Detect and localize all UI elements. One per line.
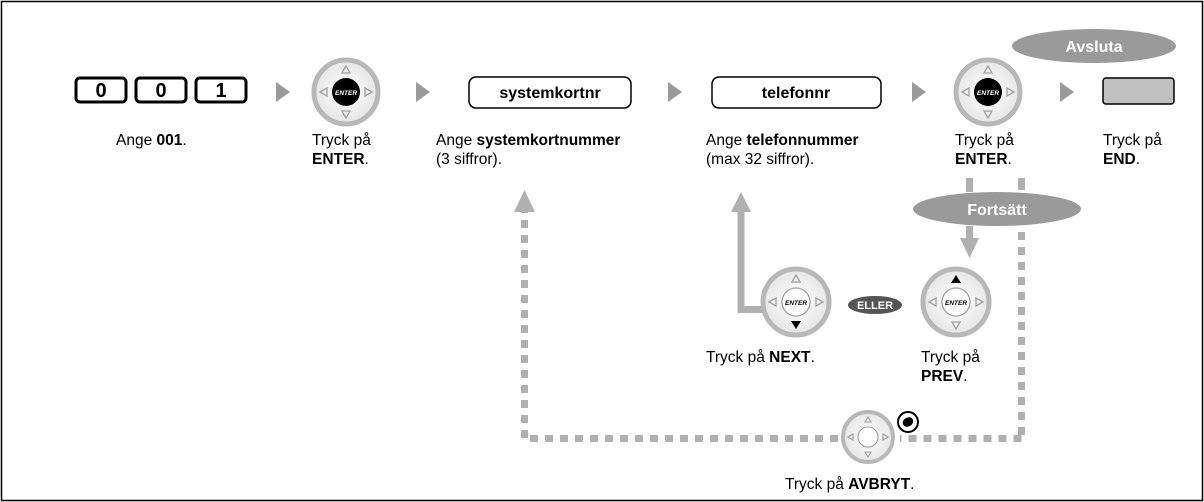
dashed-loop: [521, 212, 1025, 442]
svg-text:ENTER: ENTER: [977, 90, 999, 97]
next-pad-icon: ENTER: [760, 266, 832, 338]
cancel-pad-icon: [841, 410, 895, 464]
continue-pill: Fortsätt: [913, 192, 1081, 226]
system-card-field: systemkortnr: [468, 76, 632, 109]
end-pill: Avsluta: [1012, 29, 1176, 63]
arrow-icon: [1060, 82, 1074, 102]
or-pill: ELLER: [848, 296, 902, 314]
arrow-icon: [912, 82, 926, 102]
system-card-field-label: systemkortnr: [499, 85, 600, 102]
continue-pill-label: Fortsätt: [967, 202, 1027, 219]
enter-pad-icon-2: ENTER: [953, 57, 1023, 127]
arrow-icon: [416, 82, 430, 102]
next-return-arrow: [731, 192, 766, 313]
arrow-icon: [668, 82, 682, 102]
dial-key-3: 1: [215, 80, 226, 102]
cancel-key-icon: [897, 411, 919, 433]
svg-text:ENTER: ENTER: [335, 90, 357, 97]
dial-key-2: 0: [155, 80, 166, 102]
svg-text:ENTER: ENTER: [785, 300, 807, 307]
end-pill-label: Avsluta: [1065, 39, 1122, 56]
step-press-next: Tryck på NEXT.: [706, 349, 815, 366]
or-pill-label: ELLER: [857, 300, 893, 312]
arrow-icon: [276, 82, 290, 102]
prev-pad-icon: ENTER: [920, 266, 992, 338]
step-enter-001: Ange 001.: [116, 132, 187, 149]
step-enter-phone: Ange telefonnummer(max 32 siffror).: [706, 132, 859, 168]
continue-arrow: [960, 178, 979, 258]
step-arrows: [276, 82, 1074, 102]
end-key-icon: [1102, 77, 1175, 105]
dashed-path-right: [1018, 178, 1025, 190]
dial-key-1: 0: [95, 80, 106, 102]
phone-field: telefonnr: [711, 76, 882, 109]
enter-pad-icon: ENTER: [311, 57, 381, 127]
step-press-cancel: Tryck på AVBRYT.: [785, 476, 915, 493]
step-enter-system-card: Ange systemkortnummer(3 siffror).: [436, 132, 621, 168]
svg-text:ENTER: ENTER: [945, 300, 967, 307]
dial-keys: 0 0 1: [74, 76, 248, 104]
phone-field-label: telefonnr: [762, 85, 830, 102]
loop-arrow-icon: [514, 190, 535, 212]
